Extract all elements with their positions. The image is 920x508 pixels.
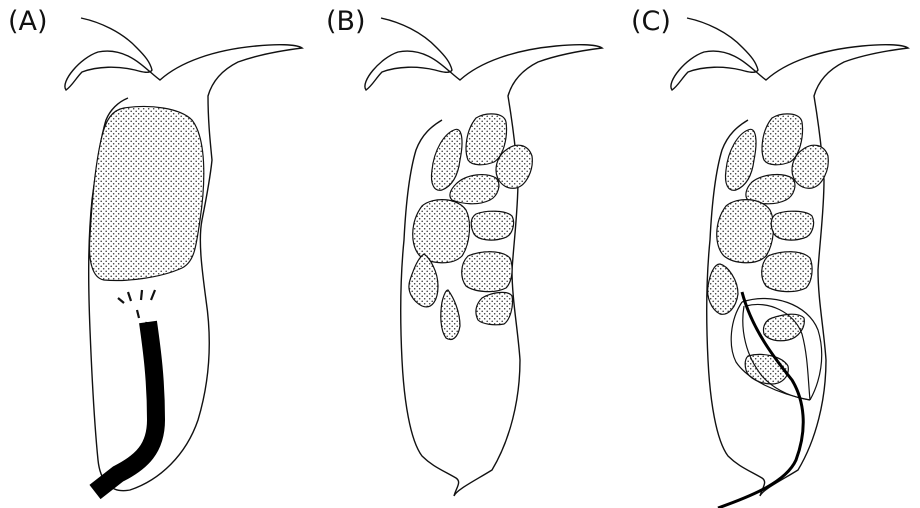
gallstone — [450, 175, 499, 204]
gallstone — [462, 252, 512, 292]
gallstone — [431, 129, 462, 190]
retrieval-basket — [731, 298, 822, 400]
gallstone-large — [90, 107, 204, 281]
endoscope-tip — [145, 322, 147, 333]
gallstone — [441, 290, 460, 340]
gallstone — [717, 200, 774, 263]
panel-b-gallbladder-multiple-stones — [306, 0, 612, 508]
gallstone — [471, 211, 513, 240]
panel-c-gallbladder-basket-retrieval — [612, 0, 920, 508]
gallstone — [762, 252, 812, 292]
gallstone — [763, 314, 804, 341]
panel-a-gallbladder-single-stone — [0, 0, 306, 508]
gallstone — [413, 200, 470, 263]
gallstone — [771, 211, 813, 240]
spray-marks — [118, 290, 155, 318]
gallstone — [708, 264, 738, 314]
endoscope-tube — [95, 322, 156, 492]
gallstone — [725, 129, 756, 190]
gallstone — [476, 292, 513, 324]
gallstone-cluster — [708, 114, 829, 384]
gallstone — [746, 175, 795, 204]
